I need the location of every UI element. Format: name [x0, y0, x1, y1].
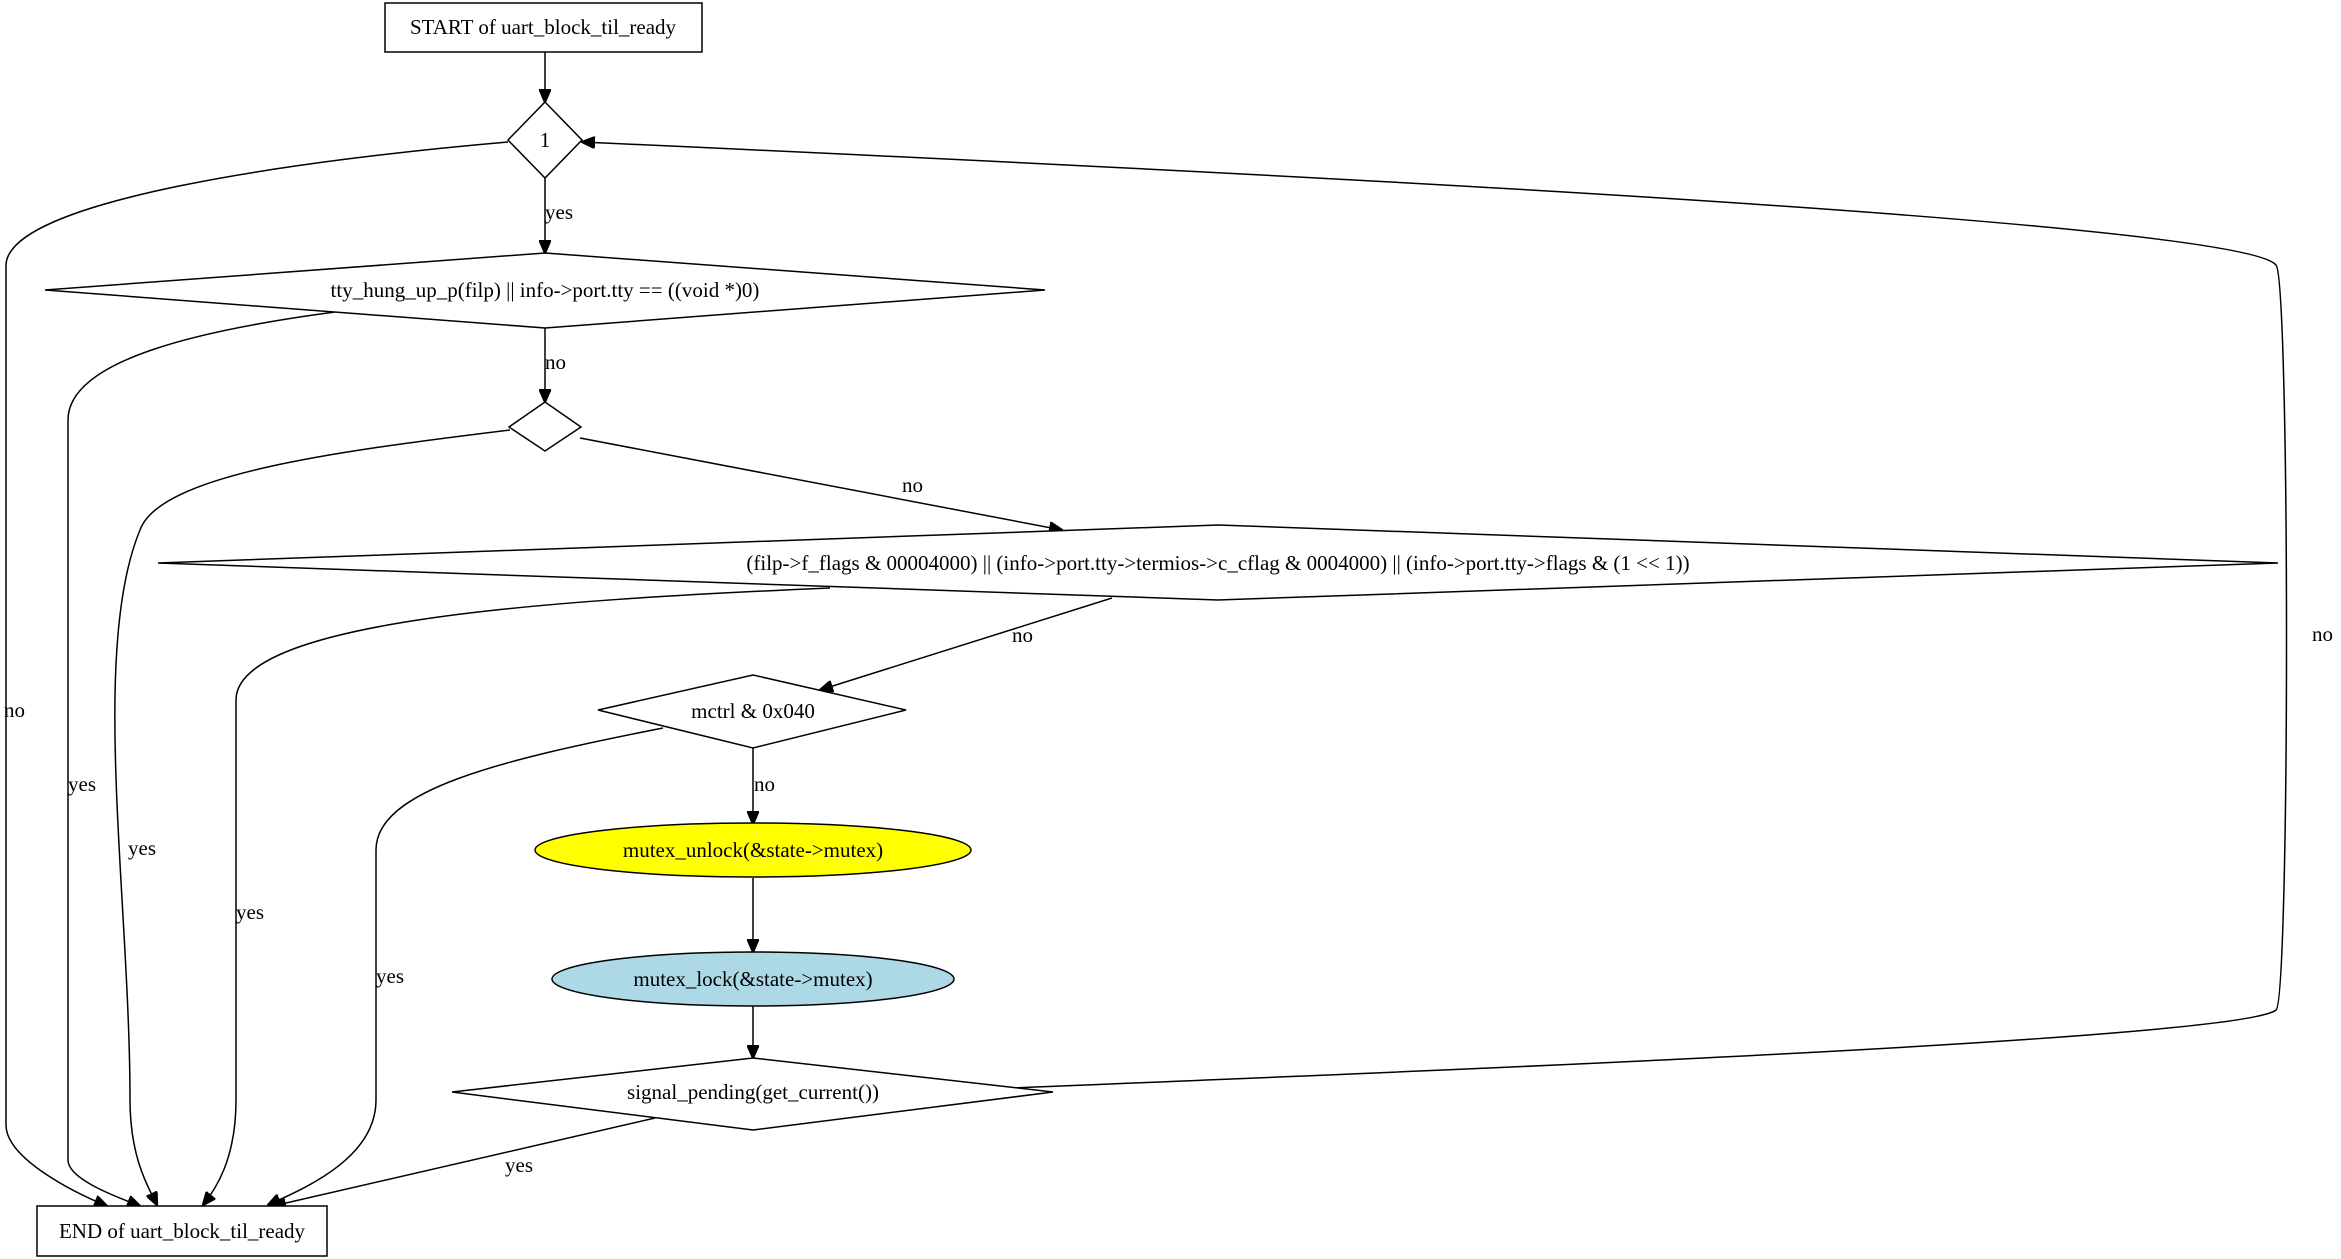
edge-label-mctrl-no: no — [754, 772, 775, 796]
edge-label-empty-no: no — [902, 473, 923, 497]
mutex-lock-label: mutex_lock(&state->mutex) — [633, 967, 872, 991]
edge-label-hung-yes: yes — [68, 772, 96, 796]
mctrl-label: mctrl & 0x040 — [691, 699, 815, 723]
edge-flags-yes-to-end — [203, 587, 831, 1205]
flags-check-label: (filp->f_flags & 00004000) || (info->por… — [746, 551, 1689, 575]
signal-check-diamond — [451, 1057, 1054, 1131]
node-mutex-lock: mutex_lock(&state->mutex) — [551, 951, 955, 1007]
edges — [5, 52, 2288, 1206]
edge-label-signal-yes: yes — [505, 1153, 533, 1177]
node-signal-check: signal_pending(get_current()) — [451, 1057, 1054, 1131]
edge-label-mctrl-yes: yes — [376, 964, 404, 988]
edge-label-empty-yes: yes — [128, 836, 156, 860]
edge-label-signal-no: no — [2312, 622, 2333, 646]
edge-empty-no-to-flags — [579, 437, 1062, 530]
edge-label-flags-yes: yes — [236, 900, 264, 924]
hung-up-diamond — [44, 252, 1046, 329]
flags-check-diamond — [157, 524, 2279, 601]
edge-label-flags-no: no — [1012, 623, 1033, 647]
mctrl-diamond — [597, 674, 907, 749]
mutex-unlock-ellipse — [534, 822, 972, 878]
hung-up-label: tty_hung_up_p(filp) || info->port.tty ==… — [331, 278, 760, 302]
node-flags-check: (filp->f_flags & 00004000) || (info->por… — [157, 524, 2279, 601]
start-box — [384, 2, 703, 53]
end-label: END of uart_block_til_ready — [59, 1219, 306, 1243]
edge-signal-no-to-loop — [582, 142, 2288, 1089]
edge-empty-yes-to-end — [114, 429, 511, 1205]
edge-label-loop-no: no — [4, 698, 25, 722]
node-hung-up-check: tty_hung_up_p(filp) || info->port.tty ==… — [44, 252, 1046, 329]
edge-label-hung-no: no — [545, 350, 566, 374]
node-empty-condition — [507, 401, 583, 452]
edge-mctrl-yes-to-end — [268, 727, 664, 1205]
edge-signal-yes-to-end — [273, 1117, 656, 1206]
edge-flags-no-to-mctrl — [820, 597, 1113, 690]
node-mutex-unlock: mutex_unlock(&state->mutex) — [534, 822, 972, 878]
loop-condition-diamond — [506, 100, 584, 180]
loop-condition-label: 1 — [540, 128, 551, 152]
end-box — [36, 1205, 328, 1257]
edge-loop-no-to-end — [5, 141, 509, 1206]
empty-condition-diamond — [507, 401, 583, 452]
mutex-unlock-label: mutex_unlock(&state->mutex) — [623, 838, 883, 862]
mutex-lock-ellipse — [551, 951, 955, 1007]
node-loop-condition: 1 — [506, 100, 584, 180]
start-label: START of uart_block_til_ready — [410, 15, 677, 39]
node-start: START of uart_block_til_ready — [384, 2, 703, 53]
edge-hung-yes-to-end — [67, 311, 336, 1206]
node-mctrl-check: mctrl & 0x040 — [597, 674, 907, 749]
edge-labels: yes no no yes no yes no yes no yes yes n… — [4, 200, 2333, 1177]
signal-check-label: signal_pending(get_current()) — [627, 1080, 879, 1104]
node-end: END of uart_block_til_ready — [36, 1205, 328, 1257]
edge-label-loop-yes: yes — [545, 200, 573, 224]
